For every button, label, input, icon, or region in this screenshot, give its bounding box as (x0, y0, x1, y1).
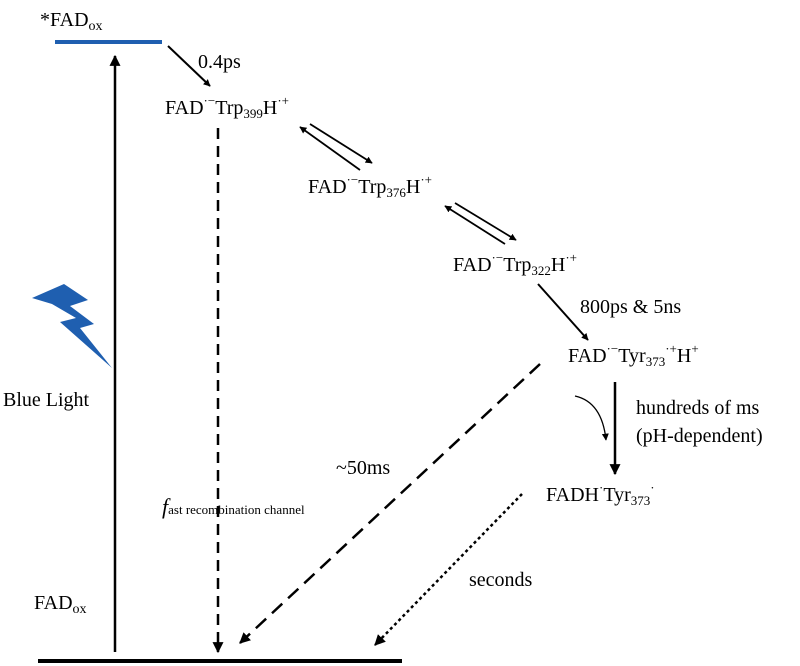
ground-state-label: FADox (34, 592, 87, 617)
equilibrium-arrow-back-1 (299, 126, 361, 171)
arrow-0.4ps (167, 45, 211, 87)
arrow-800ps (537, 283, 589, 341)
state-tyr373: FAD·−Tyr373·+H+ (568, 341, 699, 369)
label-fast-recombination: fast recombination channel (162, 494, 305, 519)
label-blue-light: Blue Light (3, 389, 90, 411)
lightning-bolt-icon (32, 284, 112, 368)
state-trp399: FAD·−Trp399H·+ (165, 93, 289, 121)
arrow-seconds (374, 493, 523, 646)
label-0.4ps: 0.4ps (198, 51, 241, 73)
state-trp322: FAD·−Trp322H·+ (453, 250, 577, 278)
equilibrium-arrow-fwd-1 (309, 123, 373, 164)
equilibrium-arrow-fwd-2 (454, 202, 517, 241)
equilibrium-arrow-back-2 (444, 205, 506, 245)
label-ph-dependent: (pH-dependent) (636, 425, 763, 447)
label-50ms: ~50ms (336, 457, 390, 479)
label-seconds: seconds (469, 569, 533, 591)
label-hundreds-ms: hundreds of ms (636, 397, 760, 419)
state-trp376: FAD·−Trp376H·+ (308, 172, 432, 200)
arrow-50ms (239, 363, 541, 644)
excited-state-label: *FADox (40, 9, 103, 34)
label-800ps: 800ps & 5ns (580, 296, 681, 318)
curved-arrow (574, 395, 609, 441)
state-fadh: FADH·Tyr373· (546, 480, 655, 508)
